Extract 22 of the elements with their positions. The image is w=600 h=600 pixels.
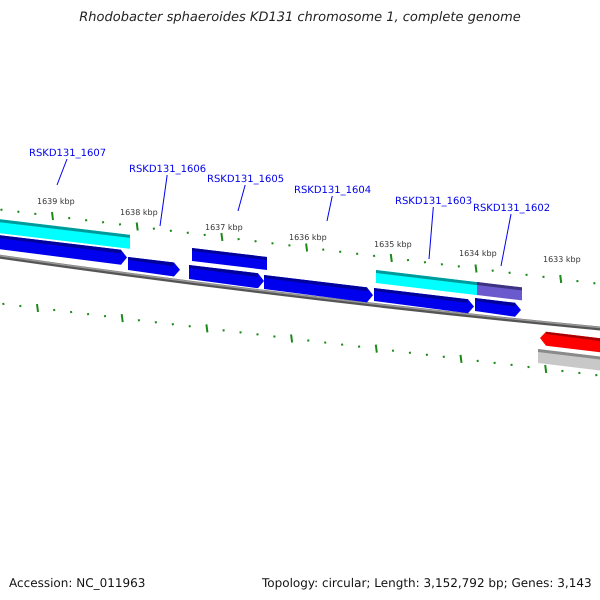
genome-summary-text: Topology: circular; Length: 3,152,792 bp; Genes: 3,143 [262, 576, 592, 590]
gene-label: RSKD131_1606 [129, 164, 206, 175]
scale-label: 1634 kbp [459, 249, 497, 258]
scale-label: 1638 kbp [120, 208, 158, 217]
gene-label: RSKD131_1607 [29, 148, 106, 159]
leader-line [428, 206, 434, 260]
gene-label: RSKD131_1602 [473, 203, 550, 214]
accession-text: Accession: NC_011963 [9, 576, 146, 590]
leader-line [56, 158, 68, 186]
scale-label: 1636 kbp [289, 233, 327, 242]
scale-label: 1637 kbp [205, 223, 243, 232]
leader-line [326, 196, 333, 222]
scale-label: 1639 kbp [37, 197, 75, 206]
leader-line [500, 214, 512, 266]
leader-line [238, 184, 246, 212]
gene-label: RSKD131_1604 [294, 185, 372, 196]
scale-label: 1633 kbp [543, 255, 581, 264]
gene-label: RSKD131_1605 [207, 174, 284, 185]
scale-label: 1635 kbp [374, 240, 412, 249]
gene-label: RSKD131_1603 [395, 196, 472, 207]
diagram-title: Rhodobacter sphaeroides KD131 chromosome 1, complete genome [78, 10, 522, 25]
leader-line [160, 174, 168, 226]
